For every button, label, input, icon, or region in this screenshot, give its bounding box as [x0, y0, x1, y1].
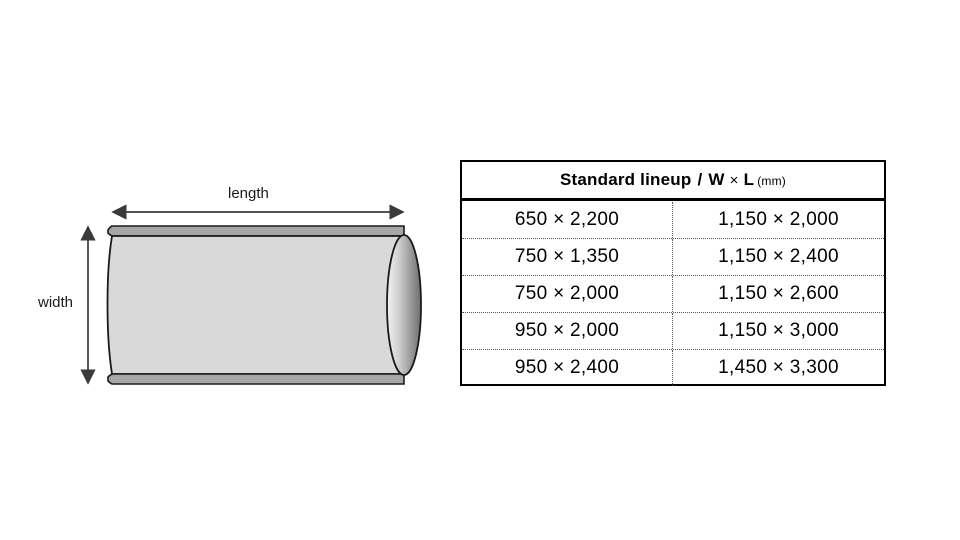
roll-top-strip	[107, 225, 405, 237]
size-cell: 950 × 2,400	[462, 350, 673, 386]
header-slash: /	[697, 170, 703, 189]
table-header-text: Standard lineup / W × L (mm)	[560, 170, 786, 190]
table-row: 650 × 2,200 1,150 × 2,000	[462, 202, 884, 238]
header-w: W	[708, 170, 725, 189]
table-row: 750 × 2,000 1,150 × 2,600	[462, 275, 884, 312]
multiply-icon: ×	[729, 172, 739, 189]
roll-diagram-svg	[80, 204, 422, 385]
roll-body	[106, 235, 405, 375]
table-row: 750 × 1,350 1,150 × 2,400	[462, 238, 884, 275]
standard-lineup-table: Standard lineup / W × L (mm) 650 × 2,200…	[460, 160, 886, 386]
roll-diagram: length width	[0, 0, 460, 540]
table-header-row: Standard lineup / W × L (mm)	[462, 162, 884, 199]
length-label: length	[228, 185, 269, 202]
size-cell: 1,150 × 3,000	[718, 320, 839, 341]
size-cell: 950 × 2,000	[462, 313, 673, 349]
table-body: 650 × 2,200 1,150 × 2,000 750 × 1,350 1,…	[462, 202, 884, 386]
table-row: 950 × 2,400 1,450 × 3,300	[462, 349, 884, 386]
size-cell: 1,150 × 2,000	[718, 209, 839, 230]
header-l: L	[743, 170, 755, 189]
roll-end-cap	[386, 234, 422, 376]
size-cell: 1,150 × 2,400	[718, 246, 839, 267]
size-cell: 750 × 2,000	[462, 276, 673, 312]
table-row: 950 × 2,000 1,150 × 3,000	[462, 312, 884, 349]
header-double-rule	[462, 199, 884, 202]
roll-bottom-strip	[107, 373, 405, 385]
header-title: Standard lineup	[559, 170, 692, 189]
width-label: width	[38, 294, 74, 311]
size-cell: 1,150 × 2,600	[718, 283, 839, 304]
size-cell: 650 × 2,200	[462, 202, 673, 238]
size-cell: 750 × 1,350	[462, 239, 673, 275]
header-unit: (mm)	[757, 174, 786, 188]
size-cell: 1,450 × 3,300	[718, 357, 839, 378]
